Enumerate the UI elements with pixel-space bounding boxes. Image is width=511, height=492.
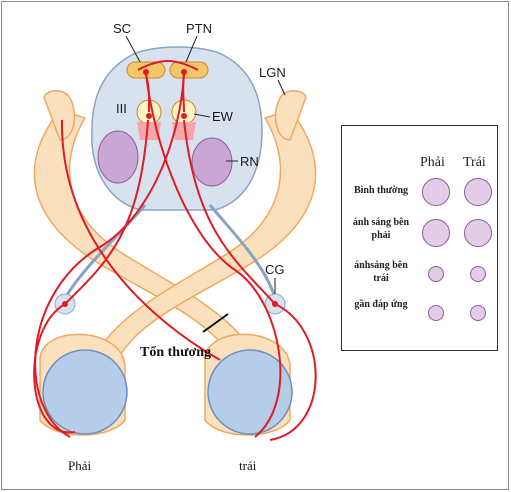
- pupil-left-near: [470, 305, 486, 321]
- label-sc: SC: [113, 21, 131, 36]
- legend-col-right: Phải: [420, 155, 445, 170]
- pupil-right-near: [428, 305, 444, 321]
- pupil-left-light-left: [470, 266, 486, 282]
- label-lgn: LGN: [259, 65, 286, 80]
- rn-nucleus-right: [191, 137, 233, 187]
- third-nerve-nucleus-right: [172, 122, 196, 140]
- nerve-pathways: [33, 60, 317, 441]
- legend-col-left: Trái: [463, 155, 486, 170]
- synapse-dots: [62, 69, 278, 307]
- ciliary-fibers: [63, 204, 277, 299]
- pupil-right-normal: [422, 178, 450, 206]
- label-ew: EW: [212, 109, 234, 124]
- pupil-left-light-right: [464, 219, 492, 247]
- lesion-marker: [202, 313, 229, 333]
- label-lesion: Tổn thương: [140, 345, 211, 360]
- label-cg: CG: [265, 262, 285, 277]
- label-rn: RN: [240, 154, 259, 169]
- eye-left: [207, 349, 293, 435]
- rn-nucleus-left: [97, 130, 139, 184]
- label-eye-left: trái: [239, 458, 257, 473]
- label-ptn: PTN: [186, 21, 212, 36]
- eye-right: [42, 349, 128, 435]
- lgn-right: [274, 90, 307, 141]
- pupil-right-light-left: [428, 266, 444, 282]
- pupil-response-legend: Phải Trái Bình thường ánh sáng bên phải …: [341, 125, 498, 351]
- pupil-right-light-right: [422, 219, 450, 247]
- legend-row-normal: Bình thường: [353, 185, 409, 196]
- legend-row-light-right: ánh sáng bên phải: [352, 217, 410, 241]
- label-eye-right: Phải: [68, 458, 92, 473]
- ptn-nucleus: [169, 61, 209, 79]
- legend-row-light-left: ánhsáng bên trái: [354, 260, 408, 284]
- leader-lines: [125, 35, 286, 294]
- pupil-left-normal: [464, 178, 492, 206]
- legend-row-near-response: gần đáp ứng: [354, 299, 408, 310]
- label-third-nerve: III: [116, 101, 127, 116]
- lgn-left: [43, 90, 76, 141]
